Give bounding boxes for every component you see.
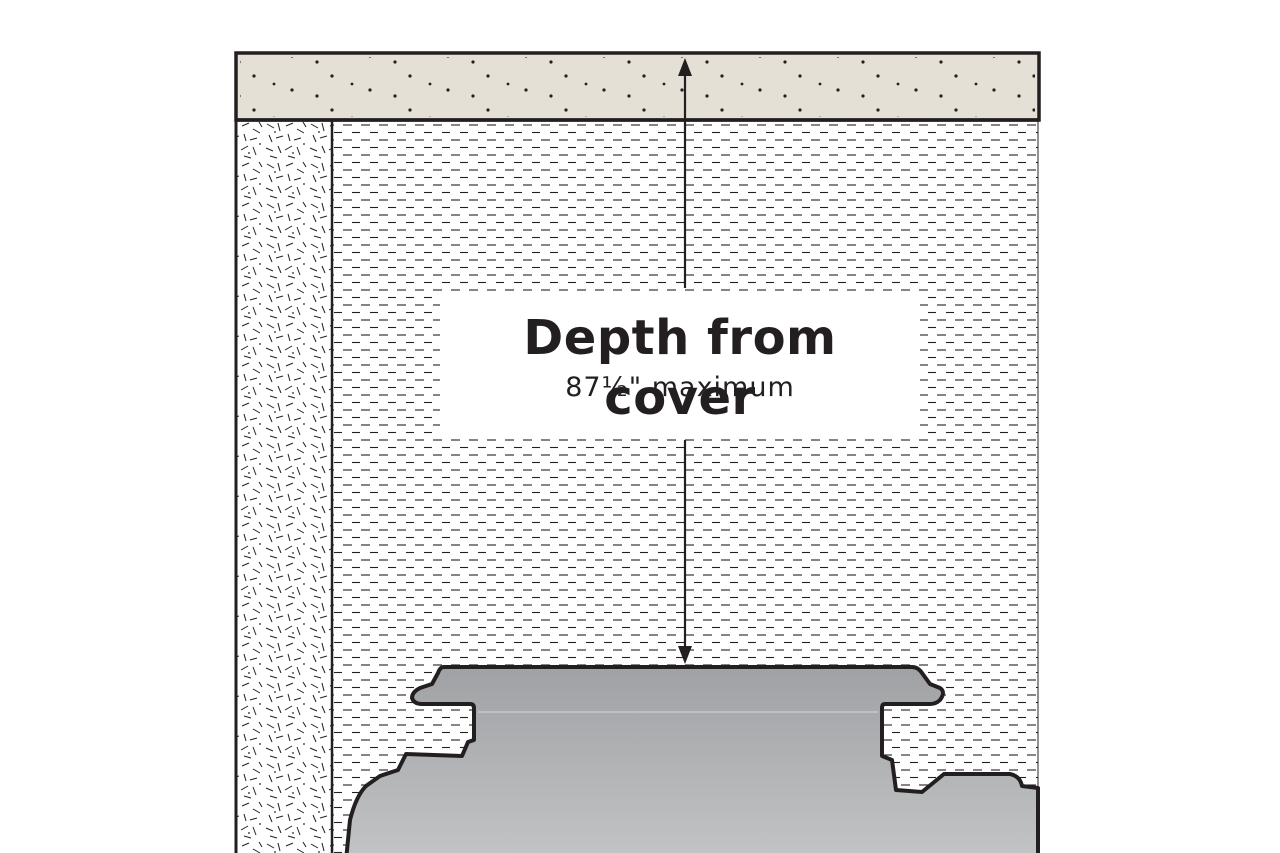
depth-label-title: Depth from cover bbox=[523, 310, 837, 426]
label-backdrop bbox=[440, 292, 920, 434]
cover-dots bbox=[240, 57, 1035, 117]
concrete-texture bbox=[236, 120, 332, 853]
pump-head bbox=[344, 665, 1040, 853]
depth-label-subtitle: 87½" maximum bbox=[565, 372, 795, 403]
depth-dimension-line bbox=[678, 58, 692, 664]
